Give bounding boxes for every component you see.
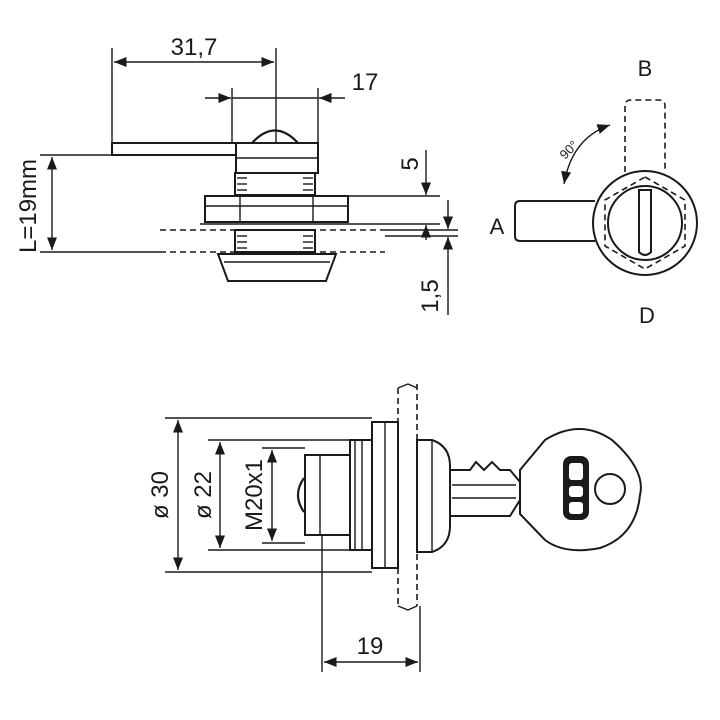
cam-lever xyxy=(111,142,238,156)
dim-dia-22: ø 22 xyxy=(190,471,217,519)
hex-nut-outline xyxy=(604,176,686,270)
cam-dome xyxy=(296,477,305,513)
lock-bezel-side xyxy=(416,439,451,553)
threaded-body xyxy=(349,439,373,551)
side-view: 31,7 17 L=19mm 5 1,5 xyxy=(15,34,458,315)
label-position-d: D xyxy=(639,303,655,328)
key-hole xyxy=(594,473,626,505)
key-slot xyxy=(638,189,652,256)
dim-1-5: 1,5 xyxy=(417,279,444,312)
dim-5: 5 xyxy=(397,157,424,170)
cam-head xyxy=(304,454,351,536)
dim-19: 19 xyxy=(357,633,384,660)
dim-l-19mm: L=19mm xyxy=(15,159,42,253)
dim-17: 17 xyxy=(352,69,379,96)
lock-bezel xyxy=(216,253,338,282)
rotation-angle: 90° xyxy=(557,138,582,163)
label-position-a: A xyxy=(490,214,505,239)
rotation-arrow xyxy=(561,124,611,185)
front-view: 90° B A D xyxy=(490,56,698,328)
lever-position-b xyxy=(624,99,666,172)
lever-position-a xyxy=(514,200,595,242)
dim-31-7: 31,7 xyxy=(171,34,218,61)
label-position-b: B xyxy=(638,56,653,81)
key-blade xyxy=(449,460,521,517)
bottom-view: ø 30 ø 22 M20x1 19 xyxy=(147,383,642,672)
cam-screw-dome xyxy=(251,129,299,144)
mounting-nut xyxy=(204,195,349,223)
dim-dia-30: ø 30 xyxy=(147,471,174,519)
dim-thread-m20x1: M20x1 xyxy=(241,459,268,531)
